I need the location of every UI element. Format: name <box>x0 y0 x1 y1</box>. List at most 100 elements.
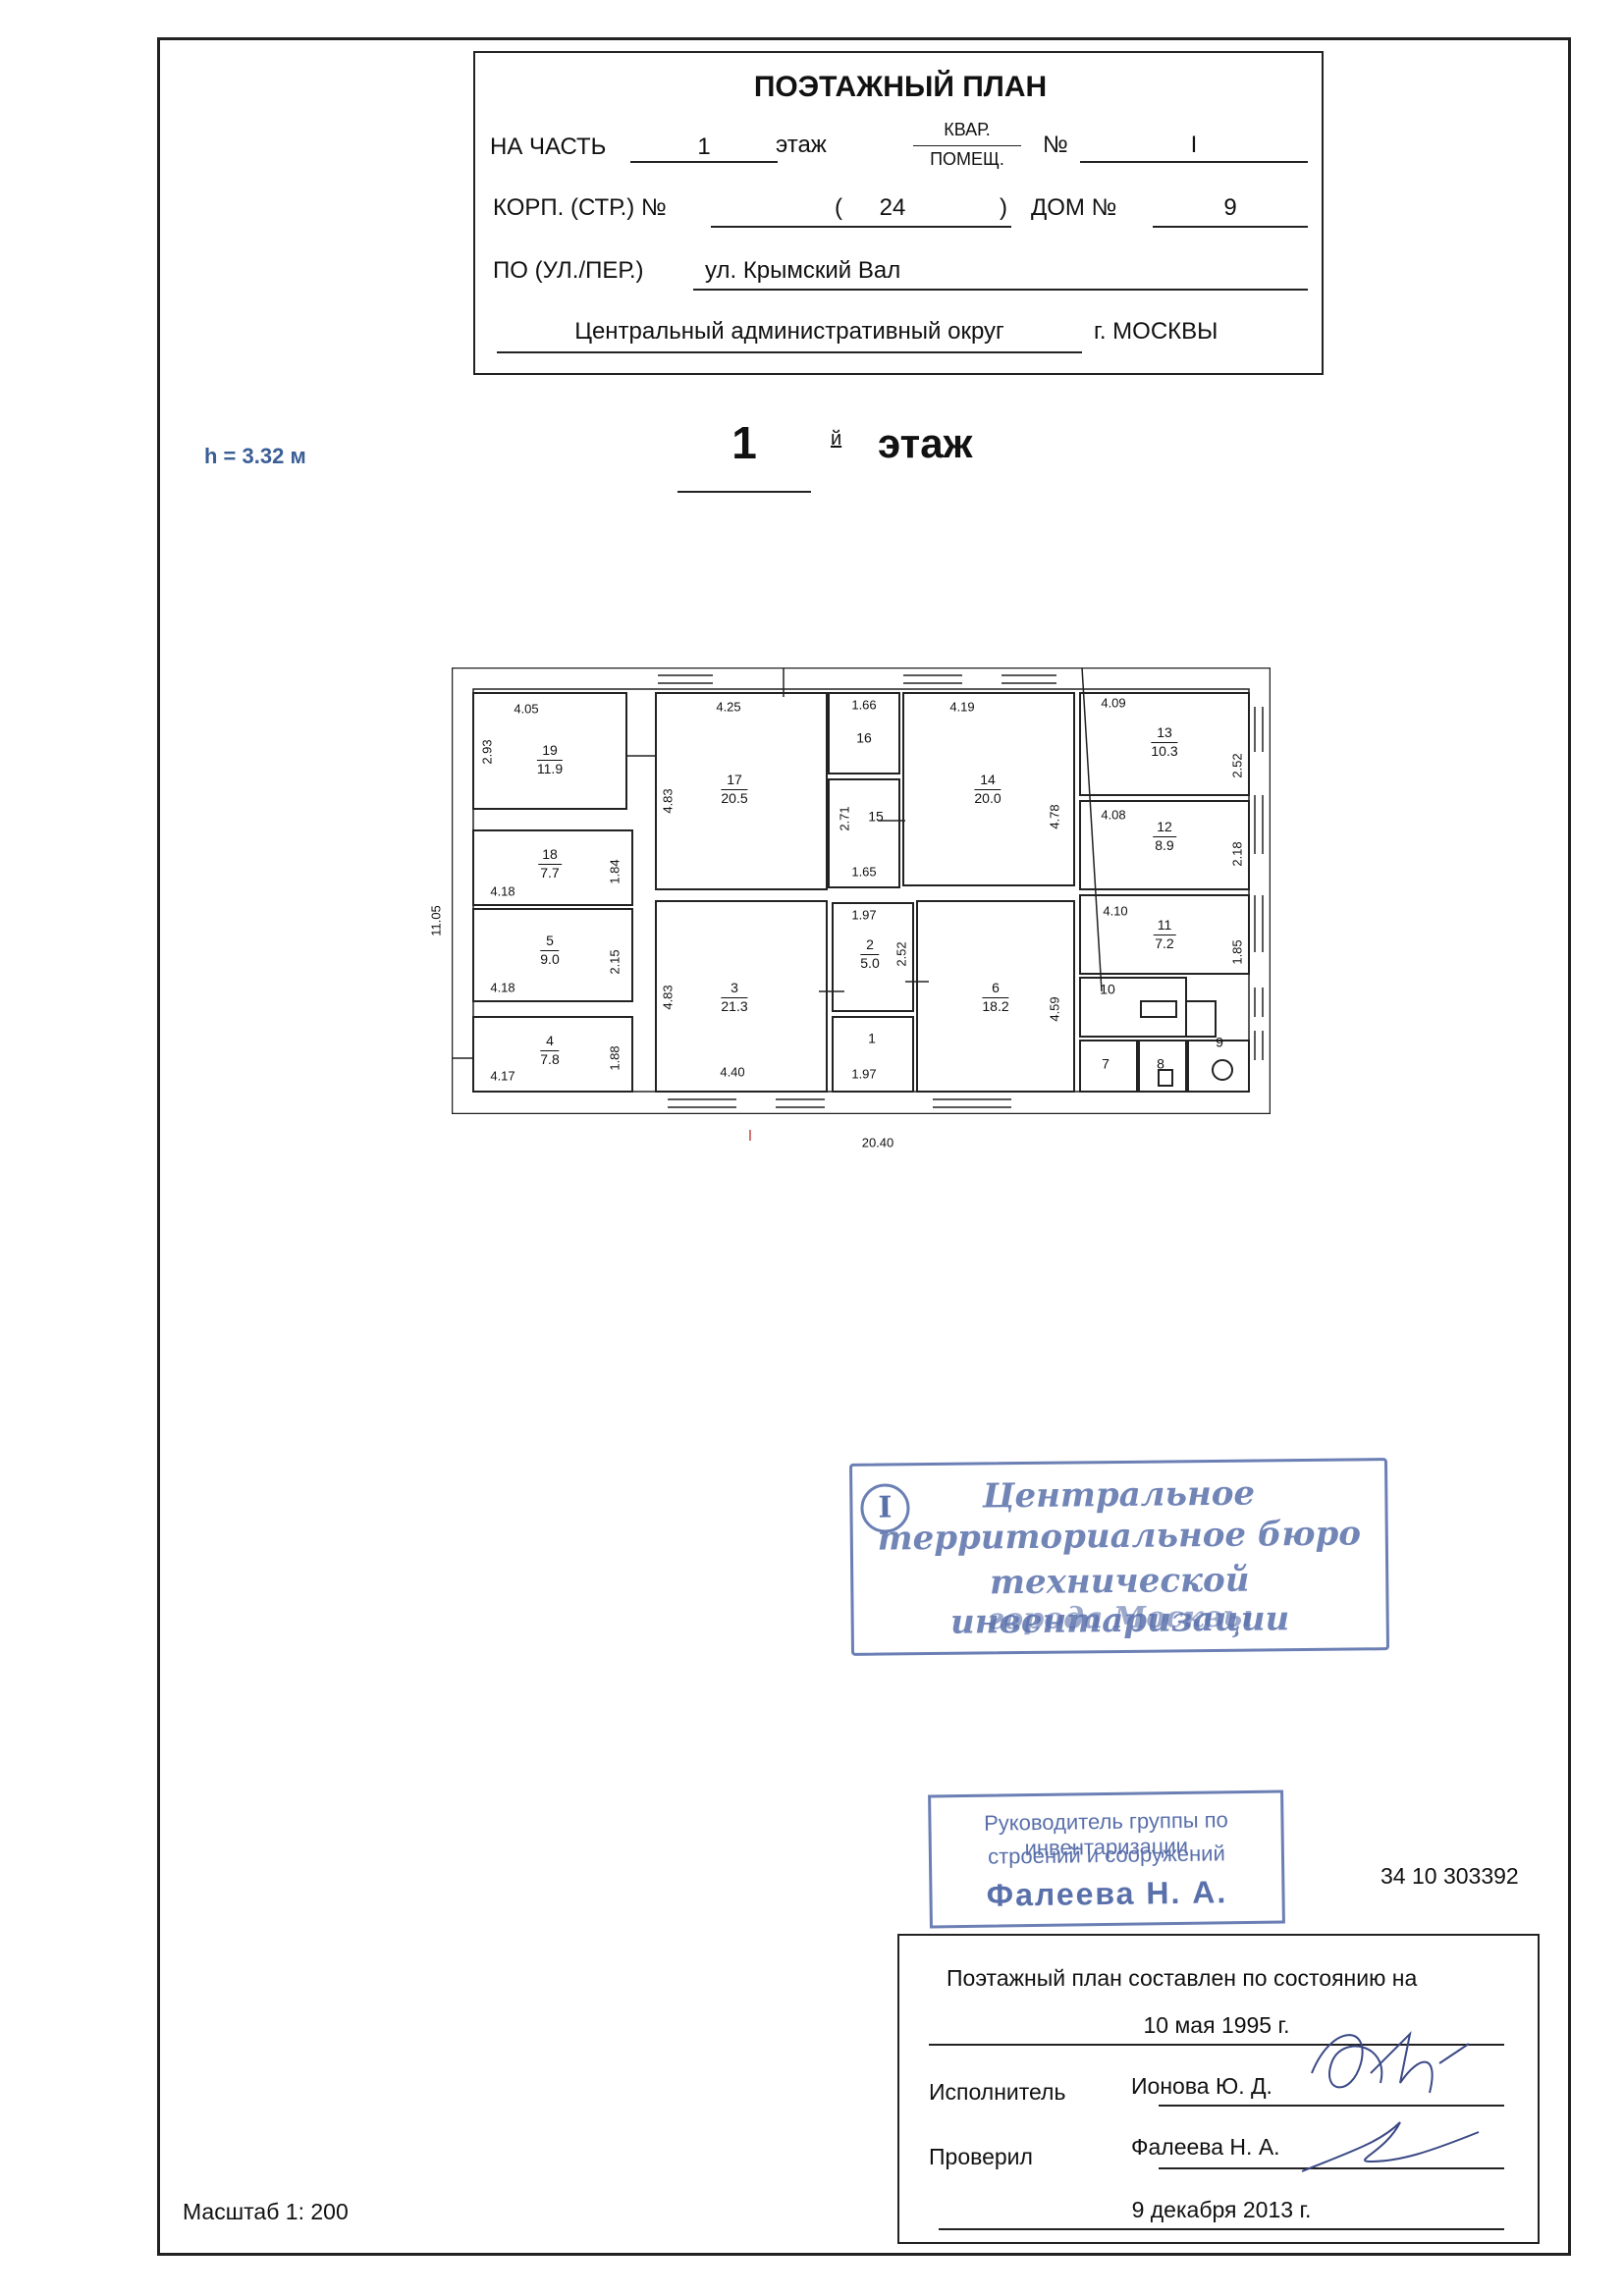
room-area: 7.7 <box>540 864 560 881</box>
head-line-3: Фалеева Н. А. <box>986 1874 1228 1913</box>
num-label: № <box>1043 132 1068 158</box>
overall-width: 20.40 <box>861 1135 894 1150</box>
room-number: 14 <box>974 772 1001 790</box>
house-value: 9 <box>1223 194 1237 221</box>
room-area: 8.9 <box>1155 836 1174 853</box>
dimension-label: 1.97 <box>851 907 877 923</box>
room-number: 2 <box>860 936 880 955</box>
floor-suffix: й <box>831 428 842 450</box>
dimension-label: 2.18 <box>1229 841 1245 867</box>
room-number: 5 <box>540 933 560 951</box>
district-value: Центральный административный округ <box>574 318 1004 345</box>
dimension-label: 4.05 <box>514 701 539 717</box>
dimension-label: 4.18 <box>490 883 515 899</box>
dimension-label: 4.25 <box>716 699 741 715</box>
room-label-9: 9 <box>1216 1034 1223 1051</box>
scale-label: Масштаб 1: 200 <box>183 2199 349 2224</box>
floor-label: этаж <box>776 132 827 158</box>
room-number: 13 <box>1151 724 1178 743</box>
room-number: 10 <box>1100 981 1115 997</box>
room-area: 21.3 <box>721 997 748 1014</box>
room-label-1: 1 <box>868 1030 876 1047</box>
room-label-7: 7 <box>1102 1055 1110 1073</box>
street-label: ПО (УЛ./ПЕР.) <box>493 257 644 284</box>
header-block: ПОЭТАЖНЫЙ ПЛАН НА ЧАСТЬ 1 этаж КВАР. ПОМ… <box>473 51 1324 375</box>
room-area: 5.0 <box>860 954 880 971</box>
room-number: 7 <box>1102 1055 1110 1072</box>
state-label: Поэтажный план составлен по состоянию на <box>947 1965 1418 1991</box>
flat-bottom: ПОМЕЩ. <box>930 149 1004 169</box>
page-frame <box>157 37 1571 2256</box>
dimension-label: 1.85 <box>1229 939 1245 965</box>
room-number: 12 <box>1153 819 1176 837</box>
bureau-stamp: I Центральное территориальное бюро техни… <box>848 1458 1390 1656</box>
dimension-label: 2.93 <box>479 739 495 765</box>
part-value: 1 <box>697 133 711 160</box>
document-code: 34 10 303392 <box>1380 1863 1519 1889</box>
room-number: 19 <box>536 742 564 761</box>
signatures-icon <box>1301 2030 1480 2172</box>
room-area: 9.0 <box>540 950 560 967</box>
floor-number: 1 <box>731 417 757 468</box>
building-close: ) <box>1000 194 1007 221</box>
ceiling-height: h = 3.32 м <box>204 444 306 468</box>
floor-word: этаж <box>878 420 973 466</box>
dimension-label: 4.19 <box>949 699 975 715</box>
room-number: 8 <box>1157 1055 1164 1072</box>
street-value: ул. Крымский Вал <box>705 257 901 284</box>
dimension-label: 4.40 <box>720 1064 745 1080</box>
dimension-label: 1.88 <box>607 1045 623 1071</box>
room-label-15: 15 <box>868 808 884 826</box>
room-number: 17 <box>721 772 748 790</box>
room-area: 10.3 <box>1151 742 1178 759</box>
room-number: 18 <box>538 846 562 865</box>
building-open: ( <box>835 194 842 221</box>
dimension-label: 4.83 <box>660 788 676 814</box>
room-number: 6 <box>982 980 1009 998</box>
bureau-line-4: города Москвы <box>987 1599 1254 1637</box>
head-stamp: Руководитель группы по инвентаризации ст… <box>928 1789 1285 1929</box>
room-area: 20.0 <box>974 789 1001 806</box>
room-area: 20.5 <box>721 789 748 806</box>
footer-block: Поэтажный план составлен по состоянию на… <box>897 1934 1540 2244</box>
room-area: 7.8 <box>540 1050 560 1067</box>
dimension-label: 1.84 <box>607 859 623 884</box>
dimension-label: 2.52 <box>1229 753 1245 778</box>
dimension-label: 4.08 <box>1101 807 1126 823</box>
dimension-label: 4.18 <box>490 980 515 995</box>
executor-name: Ионова Ю. Д. <box>1131 2073 1272 2099</box>
checker-name: Фалеева Н. А. <box>1131 2134 1280 2160</box>
entrance-mark: I <box>747 1128 753 1145</box>
room-number: 15 <box>868 808 884 825</box>
bureau-line-1: Центральное <box>982 1473 1256 1517</box>
room-label-8: 8 <box>1157 1055 1164 1073</box>
room-number: 4 <box>540 1033 560 1051</box>
dimension-label: 1.65 <box>851 864 877 880</box>
building-label: КОРП. (СТР.) № <box>493 194 667 221</box>
room-label-10: 10 <box>1100 981 1115 998</box>
num-value: I <box>1190 132 1198 158</box>
dimension-label: 4.17 <box>490 1068 515 1084</box>
room-number: 3 <box>721 980 748 998</box>
room-number: 16 <box>856 729 872 746</box>
dimension-label: 2.71 <box>837 806 852 831</box>
dimension-label: 4.59 <box>1047 996 1062 1022</box>
dimension-label: 4.09 <box>1101 695 1126 711</box>
room-number: 1 <box>868 1030 876 1046</box>
checker-label: Проверил <box>929 2144 1033 2169</box>
room-number: 9 <box>1216 1034 1223 1050</box>
building-value: 24 <box>879 194 906 221</box>
flat-top: КВАР. <box>944 120 991 139</box>
room-area: 18.2 <box>982 997 1009 1014</box>
